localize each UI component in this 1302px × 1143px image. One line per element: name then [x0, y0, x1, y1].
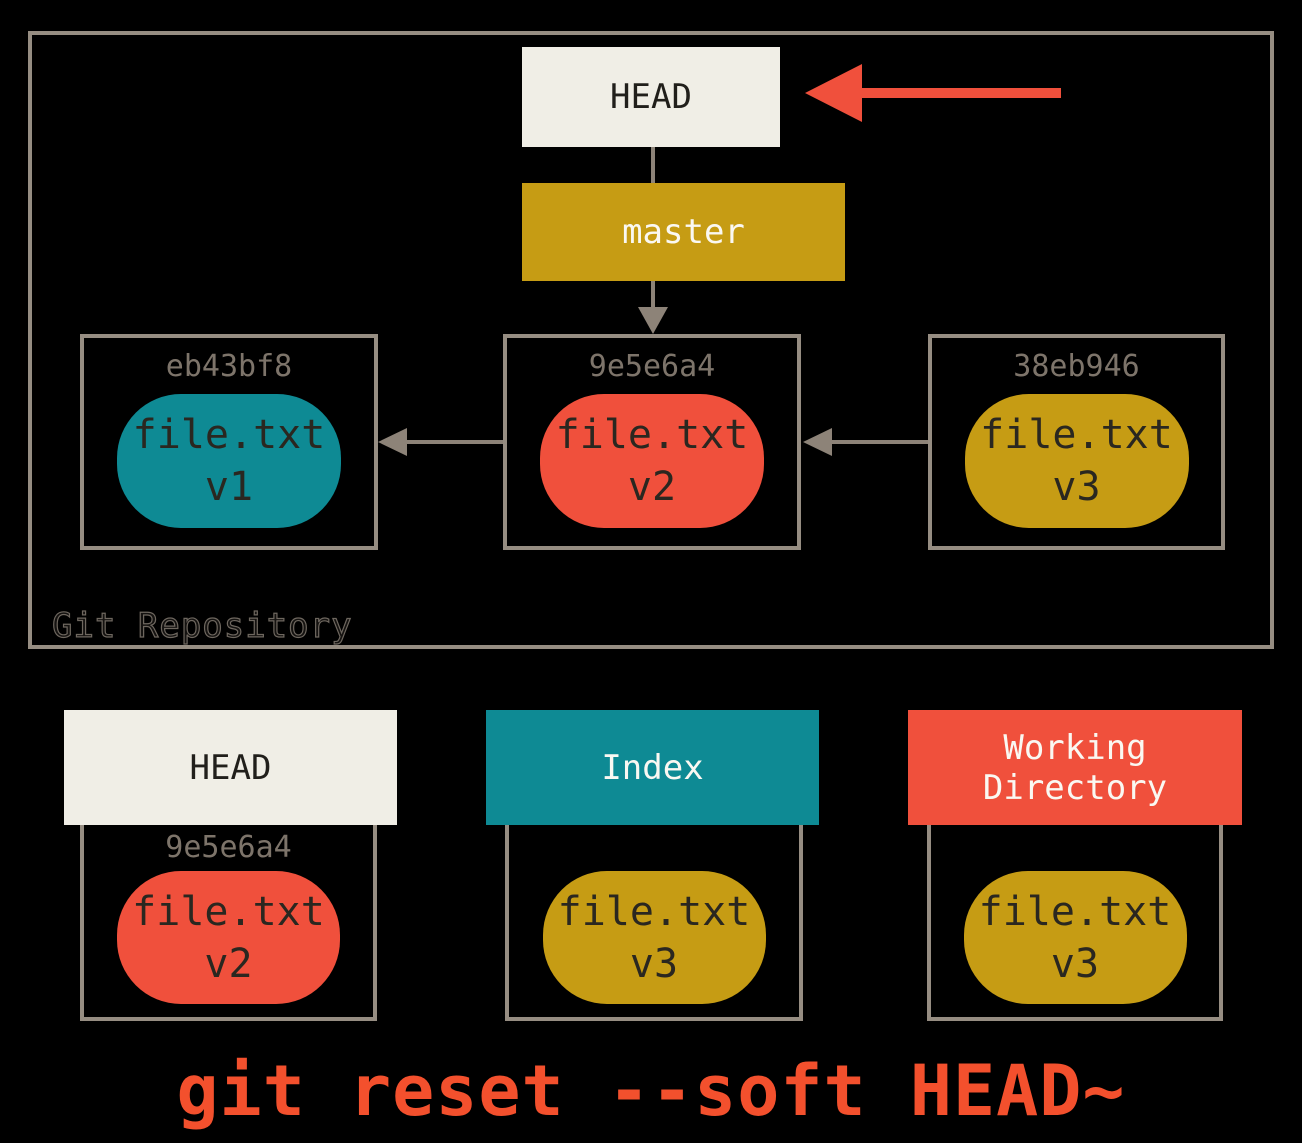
file-version: v2	[627, 464, 677, 510]
file-version: v2	[204, 940, 253, 987]
red-arrowhead	[805, 64, 862, 122]
file-snapshot-pill: file.txt v2	[540, 394, 764, 528]
git-repository-box	[28, 31, 1274, 649]
git-repository-label: Git Repository	[51, 605, 353, 646]
master-branch-label: master	[622, 212, 745, 252]
parent-arrowhead-icon	[803, 428, 832, 456]
red-arrow-shaft	[858, 88, 1061, 98]
head-tree-hash-label: 9e5e6a4	[165, 830, 292, 865]
index-tree-body: file.txt v3	[505, 821, 803, 1021]
working-directory-title: Working Directory	[982, 727, 1168, 808]
parent-arrow-shaft	[404, 440, 503, 444]
head-pointer-arrow-icon	[805, 64, 1061, 122]
parent-arrowhead-icon	[378, 428, 407, 456]
head-to-master-line	[651, 147, 655, 183]
parent-arrow-shaft	[829, 440, 930, 444]
file-name: file.txt	[555, 412, 749, 458]
working-directory-body: file.txt v3	[927, 821, 1223, 1021]
file-name: file.txt	[557, 888, 751, 935]
file-snapshot-pill: file.txt v3	[963, 871, 1187, 1004]
file-snapshot-pill: file.txt v1	[117, 394, 341, 528]
file-snapshot-pill: file.txt v2	[117, 871, 340, 1004]
commit-box-9e5e6a4: 9e5e6a4 file.txt v2	[503, 334, 801, 550]
index-tree-title: Index	[601, 747, 704, 788]
working-directory-header: Working Directory	[908, 710, 1242, 825]
down-arrowhead-icon	[638, 307, 668, 334]
file-version: v1	[204, 464, 254, 510]
file-snapshot-pill: file.txt v3	[964, 394, 1189, 528]
head-tree-title: HEAD	[189, 747, 272, 788]
head-tree-header: HEAD	[64, 710, 397, 825]
file-name: file.txt	[978, 888, 1172, 935]
head-ref-label: HEAD	[610, 77, 692, 117]
commit-hash-label: eb43bf8	[165, 349, 293, 384]
commit-box-38eb946: 38eb946 file.txt v3	[928, 334, 1225, 550]
file-version: v3	[1050, 940, 1100, 987]
file-name: file.txt	[132, 412, 326, 458]
file-name: file.txt	[980, 412, 1173, 458]
commit-hash-label: 38eb946	[1013, 349, 1140, 384]
master-branch-box: master	[522, 183, 845, 281]
index-tree-header: Index	[486, 710, 819, 825]
master-to-commit-line	[651, 281, 655, 311]
file-snapshot-pill: file.txt v3	[542, 871, 766, 1004]
command-caption: git reset --soft HEAD~	[176, 1050, 1126, 1132]
file-version: v3	[629, 940, 679, 987]
commit-box-eb43bf8: eb43bf8 file.txt v1	[80, 334, 378, 550]
file-name: file.txt	[132, 888, 325, 935]
head-tree-body: 9e5e6a4 file.txt v2	[80, 821, 377, 1021]
file-version: v3	[1052, 464, 1101, 510]
commit-hash-label: 9e5e6a4	[588, 349, 716, 384]
head-ref-box: HEAD	[522, 47, 780, 147]
